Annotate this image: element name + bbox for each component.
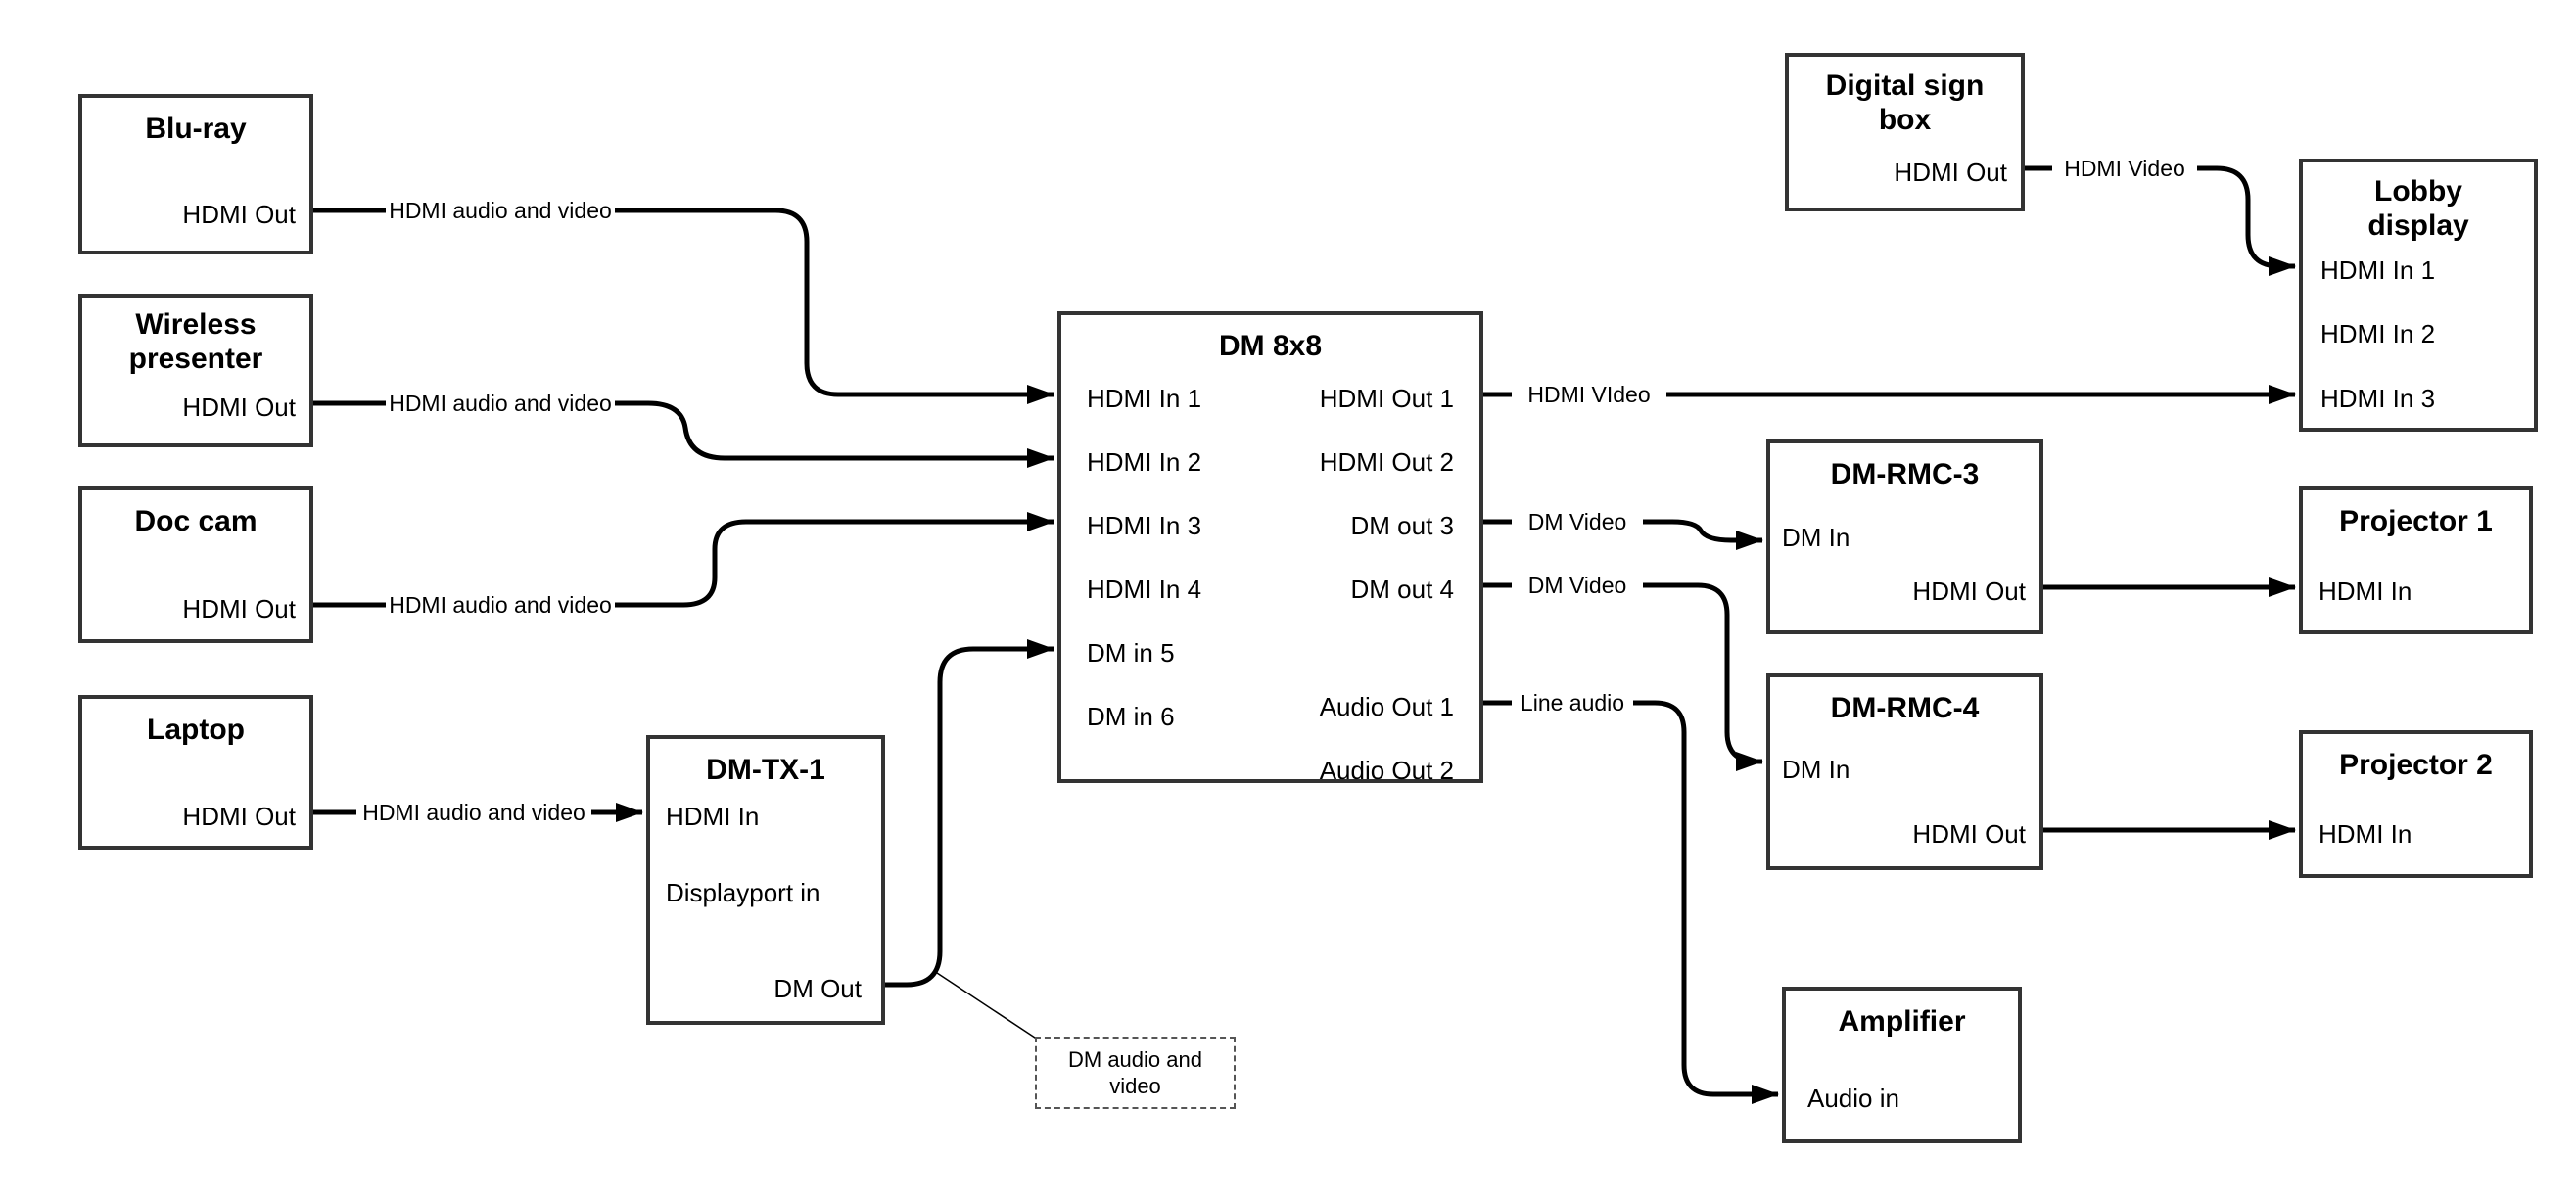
note-dm-audio-video: DM audio and video: [1035, 1037, 1236, 1109]
port-dm8x8-dm-out-3: DM out 3: [1350, 511, 1455, 540]
note-text: DM audio and video: [1068, 1047, 1202, 1098]
node-projector-1: Projector 1 HDMI In: [2299, 486, 2533, 634]
port-dm8x8-hdmi-out-1: HDMI Out 1: [1319, 384, 1454, 413]
node-title: Projector 1: [2339, 505, 2493, 537]
node-title: Wireless presenter: [128, 308, 263, 375]
node-title: DM-TX-1: [706, 754, 825, 786]
port-dm8x8-dm-in-5: DM in 5: [1087, 638, 1175, 668]
node-title: Doc cam: [134, 505, 258, 537]
connector-dm8x8-out3-to-rmc3: [1483, 522, 1762, 540]
connector-bluray-to-dm8x8-in1: [313, 208, 1054, 394]
port-doccam-hdmi-out: HDMI Out: [182, 594, 296, 624]
node-title: DM 8x8: [1218, 330, 1323, 362]
edge-label-dm-out4: DM Video: [1528, 573, 1627, 598]
port-wireless-hdmi-out: HDMI Out: [182, 393, 296, 422]
node-title: Amplifier: [1838, 1005, 1966, 1038]
node-wireless-presenter: Wireless presenter HDMI Out: [78, 294, 313, 447]
port-lobby-hdmi-in-3: HDMI In 3: [2320, 384, 2436, 413]
port-dm8x8-hdmi-in-4: HDMI In 4: [1087, 575, 1202, 604]
node-title: DM-RMC-4: [1830, 692, 1980, 724]
port-dm8x8-audio-out-2: Audio Out 2: [1319, 756, 1454, 785]
node-dm-tx-1: DM-TX-1 HDMI In Displayport in DM Out: [646, 735, 885, 1025]
node-blu-ray: Blu-ray HDMI Out: [78, 94, 313, 254]
port-rmc3-hdmi-out: HDMI Out: [1912, 577, 2026, 606]
port-rmc3-dm-in: DM In: [1782, 523, 1850, 552]
port-bluray-hdmi-out: HDMI Out: [182, 200, 296, 229]
port-dm8x8-dm-in-6: DM in 6: [1087, 702, 1175, 731]
port-projector1-hdmi-in: HDMI In: [2318, 577, 2412, 606]
node-title: Projector 2: [2339, 749, 2493, 781]
connector-dmtx1-to-dm8x8-in5: [885, 639, 1054, 988]
port-dmtx1-hdmi-in: HDMI In: [666, 802, 760, 831]
node-title: DM-RMC-3: [1830, 458, 1980, 490]
port-digitalsign-hdmi-out: HDMI Out: [1894, 158, 2007, 187]
node-dm-rmc-4: DM-RMC-4 DM In HDMI Out: [1766, 673, 2043, 870]
edge-label-dm-out3: DM Video: [1528, 509, 1627, 534]
port-dm8x8-dm-out-4: DM out 4: [1350, 575, 1455, 604]
connector-wireless-to-dm8x8-in2: [313, 400, 1054, 458]
port-lobby-hdmi-in-2: HDMI In 2: [2320, 319, 2436, 348]
connector-dm8x8-out4-to-rmc4: [1483, 582, 1762, 762]
node-dm-8x8: DM 8x8 HDMI In 1 HDMI In 2 HDMI In 3 HDM…: [1057, 311, 1483, 785]
edge-label-laptop: HDMI audio and video: [362, 800, 585, 825]
port-rmc4-hdmi-out: HDMI Out: [1912, 819, 2026, 849]
node-title: Blu-ray: [145, 113, 247, 145]
node-title: Laptop: [147, 714, 245, 746]
port-amplifier-audio-in: Audio in: [1807, 1084, 1899, 1113]
port-dmtx1-displayport-in: Displayport in: [666, 878, 820, 907]
node-projector-2: Projector 2 HDMI In: [2299, 730, 2533, 878]
port-projector2-hdmi-in: HDMI In: [2318, 819, 2412, 849]
edge-label-digitalsign: HDMI Video: [2064, 156, 2185, 181]
edge-label-doccam: HDMI audio and video: [389, 592, 612, 618]
port-lobby-hdmi-in-1: HDMI In 1: [2320, 255, 2436, 285]
node-doc-cam: Doc cam HDMI Out: [78, 486, 313, 643]
node-lobby-display: Lobby display HDMI In 1 HDMI In 2 HDMI I…: [2299, 159, 2538, 432]
connector-digitalsign-to-lobby-in1: [2025, 165, 2295, 266]
edge-label-hdmi-out1: HDMI VIdeo: [1527, 382, 1650, 407]
edge-label-audio-out1: Line audio: [1521, 690, 1624, 716]
port-dmtx1-dm-out: DM Out: [773, 974, 862, 1003]
port-dm8x8-hdmi-in-1: HDMI In 1: [1087, 384, 1202, 413]
connector-dm8x8-audio1-to-amplifier: [1483, 700, 1778, 1094]
edge-label-bluray: HDMI audio and video: [389, 198, 612, 223]
port-dm8x8-hdmi-in-3: HDMI In 3: [1087, 511, 1202, 540]
edge-label-wireless: HDMI audio and video: [389, 391, 612, 416]
node-amplifier: Amplifier Audio in: [1782, 987, 2022, 1143]
port-rmc4-dm-in: DM In: [1782, 755, 1850, 784]
port-dm8x8-audio-out-1: Audio Out 1: [1319, 692, 1454, 721]
node-laptop: Laptop HDMI Out: [78, 695, 313, 850]
node-digital-sign-box: Digital sign box HDMI Out: [1785, 53, 2025, 211]
node-title: Lobby display: [2367, 175, 2469, 242]
connector-doccam-to-dm8x8-in3: [313, 522, 1054, 608]
port-dm8x8-hdmi-in-2: HDMI In 2: [1087, 447, 1202, 477]
note-leader-line: [933, 970, 1039, 1040]
port-laptop-hdmi-out: HDMI Out: [182, 802, 296, 831]
node-dm-rmc-3: DM-RMC-3 DM In HDMI Out: [1766, 439, 2043, 634]
node-title: Digital sign box: [1825, 69, 1985, 136]
port-dm8x8-hdmi-out-2: HDMI Out 2: [1319, 447, 1454, 477]
